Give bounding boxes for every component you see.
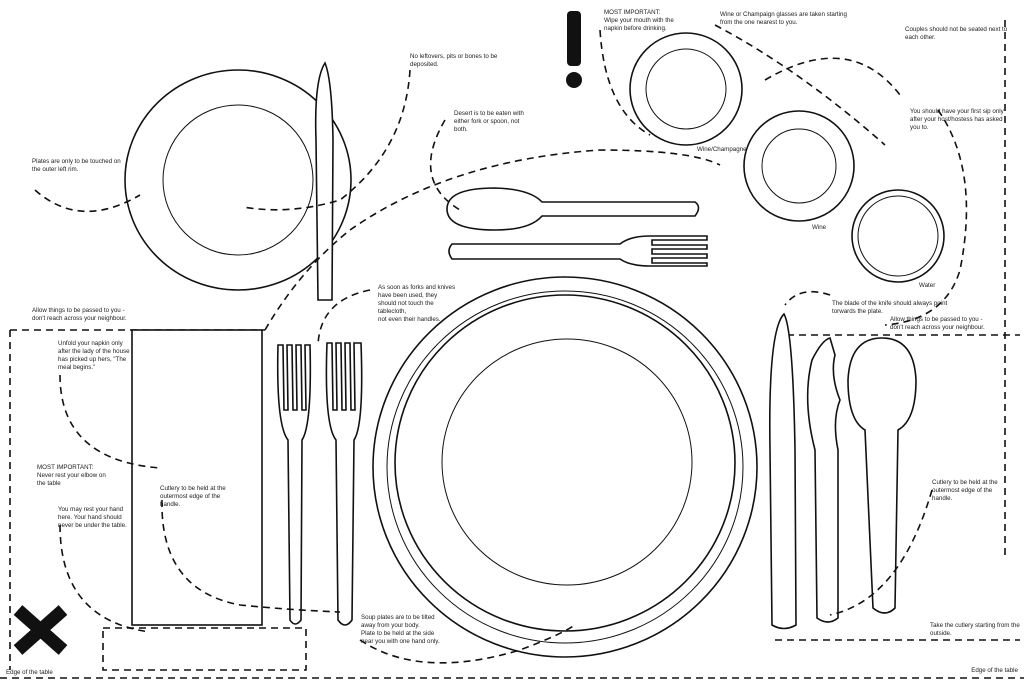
pointer-plates-rim: [34, 189, 141, 213]
pointer-soup: [359, 624, 576, 664]
bread-plate: [124, 69, 352, 291]
hand-rest-area: [102, 627, 307, 671]
exclamation-icon: [566, 11, 582, 88]
wine-glass: [743, 110, 855, 222]
note-cutlery-outside: Take the cutlery starting from the outsi…: [930, 622, 1020, 637]
note-napkin: Unfold your napkin only after the lady o…: [58, 340, 130, 371]
note-knife-blade: The blade of the knife should always poi…: [832, 300, 948, 315]
soup-spoon: [847, 337, 917, 614]
note-edge-left: Edge of the table: [6, 669, 53, 676]
dinner-knife: [768, 312, 797, 630]
note-leftovers: No leftovers, pits or bones to be deposi…: [410, 53, 498, 68]
note-glasses-taken: Wine or Champaign glasses are taken star…: [720, 11, 847, 26]
dinner-fork: [325, 342, 363, 626]
label-water: Water: [919, 282, 936, 289]
napkin: [131, 329, 263, 626]
label-wine: Wine: [812, 224, 827, 231]
label-wine-champagne: Wine/Champagne: [697, 146, 747, 153]
pointer-knife-blade: [784, 290, 831, 306]
right-boundary-line: [775, 20, 1020, 560]
note-plates-rim: Plates are only to be touched on the out…: [32, 158, 121, 173]
note-couples: Couples should not be seated next to eac…: [905, 26, 1008, 41]
pointer-forks-used: [317, 289, 371, 346]
note-first-sip: You should have your first sip only afte…: [910, 108, 1004, 131]
pointer-glasses-taken: [714, 24, 886, 146]
note-soup: Soup plates are to be tilted away from y…: [361, 614, 440, 645]
pointer-couples: [764, 57, 901, 96]
note-mouth: MOST IMPORTANT: Wipe your mouth with the…: [604, 9, 674, 32]
dinner-plate: [372, 276, 758, 658]
butter-knife: [314, 61, 334, 301]
dessert-fork: [448, 235, 708, 267]
pointer-leftovers: [242, 69, 411, 211]
note-rest-hand: You may rest your hand here. Your hand s…: [58, 506, 127, 529]
left-boundary-line: [9, 329, 265, 670]
dessert-spoon: [446, 187, 700, 231]
pointer-rest-hand: [59, 524, 151, 633]
pointer-cutlery-right: [829, 489, 933, 616]
pointer-left-arc: [264, 149, 721, 331]
pointer-napkin: [59, 374, 161, 469]
fish-fork: [276, 344, 312, 625]
water-glass: [851, 189, 945, 283]
wine-champagne-glass: [629, 32, 743, 146]
note-edge-right: Edge of the table: [971, 667, 1018, 674]
pointer-mouth: [599, 29, 651, 136]
note-pass-left: Allow things to be passed to you - don't…: [32, 307, 127, 322]
note-forks-used: As soon as forks and knives have been us…: [378, 284, 456, 323]
pointer-cutlery-left: [161, 499, 341, 613]
note-cutlery-right: Cutlery to be held at the outermost edge…: [932, 479, 998, 502]
note-cutlery-left: Cutlery to be held at the outermost edge…: [160, 485, 226, 508]
pointer-first-sip: [884, 109, 968, 326]
note-elbow: MOST IMPORTANT: Never rest your elbow on…: [37, 464, 106, 487]
fish-knife: [806, 337, 841, 623]
note-pass-right: Allow things to be passed to you - don't…: [890, 316, 985, 331]
pointer-dessert: [429, 119, 461, 211]
note-dessert: Desert is to be eaten with either fork o…: [454, 110, 524, 133]
cross-icon: [13, 605, 68, 655]
